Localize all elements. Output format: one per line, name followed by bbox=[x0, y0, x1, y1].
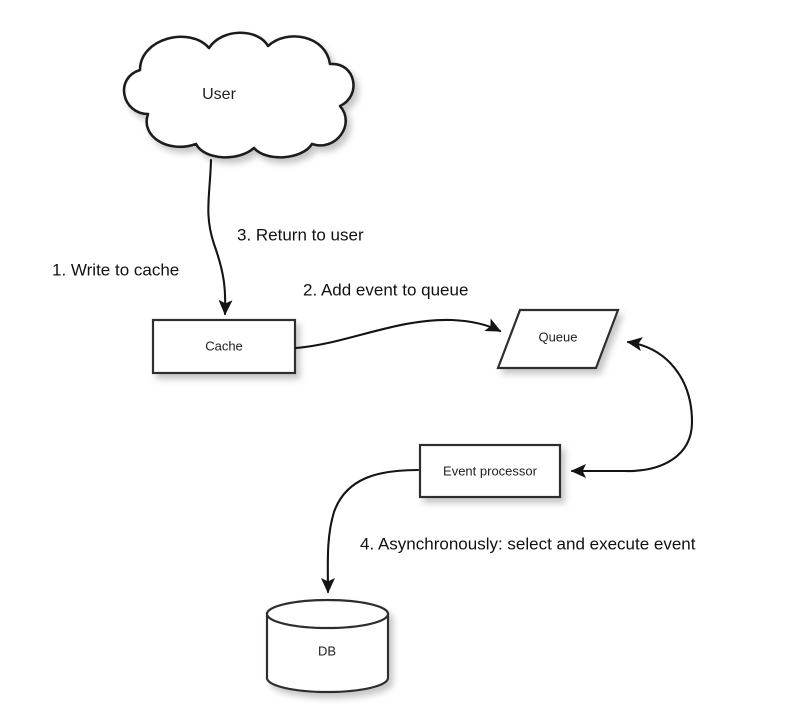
node-db[interactable] bbox=[265, 598, 390, 694]
edge-label-step-4: 4. Asynchronously: select and execute ev… bbox=[360, 534, 696, 553]
node-user[interactable] bbox=[122, 31, 355, 159]
cloud-shape bbox=[122, 31, 355, 159]
edge-label-step-3: 3. Return to user bbox=[237, 225, 364, 244]
edge-label-step-1: 1. Write to cache bbox=[52, 260, 179, 279]
cache-rect bbox=[151, 318, 297, 375]
edge-user-to-cache[interactable] bbox=[207, 158, 233, 316]
edge-queue-to-event-processor[interactable] bbox=[570, 337, 694, 478]
edge-event-processor-to-db[interactable] bbox=[320, 468, 420, 594]
node-user-label: User bbox=[202, 86, 236, 103]
node-cache-label: Cache bbox=[205, 338, 243, 353]
node-cache[interactable] bbox=[151, 318, 297, 375]
db-cylinder-body bbox=[265, 612, 390, 694]
db-cylinder-top bbox=[265, 598, 390, 630]
node-db-label: DB bbox=[318, 643, 336, 658]
node-queue-label: Queue bbox=[538, 329, 577, 344]
edge-cache-to-queue[interactable] bbox=[294, 318, 502, 350]
event-processor-rect bbox=[418, 443, 562, 499]
node-event-processor-label: Event processor bbox=[443, 463, 538, 478]
node-event-processor[interactable] bbox=[418, 443, 562, 499]
edge-label-step-2: 2. Add event to queue bbox=[303, 280, 468, 299]
